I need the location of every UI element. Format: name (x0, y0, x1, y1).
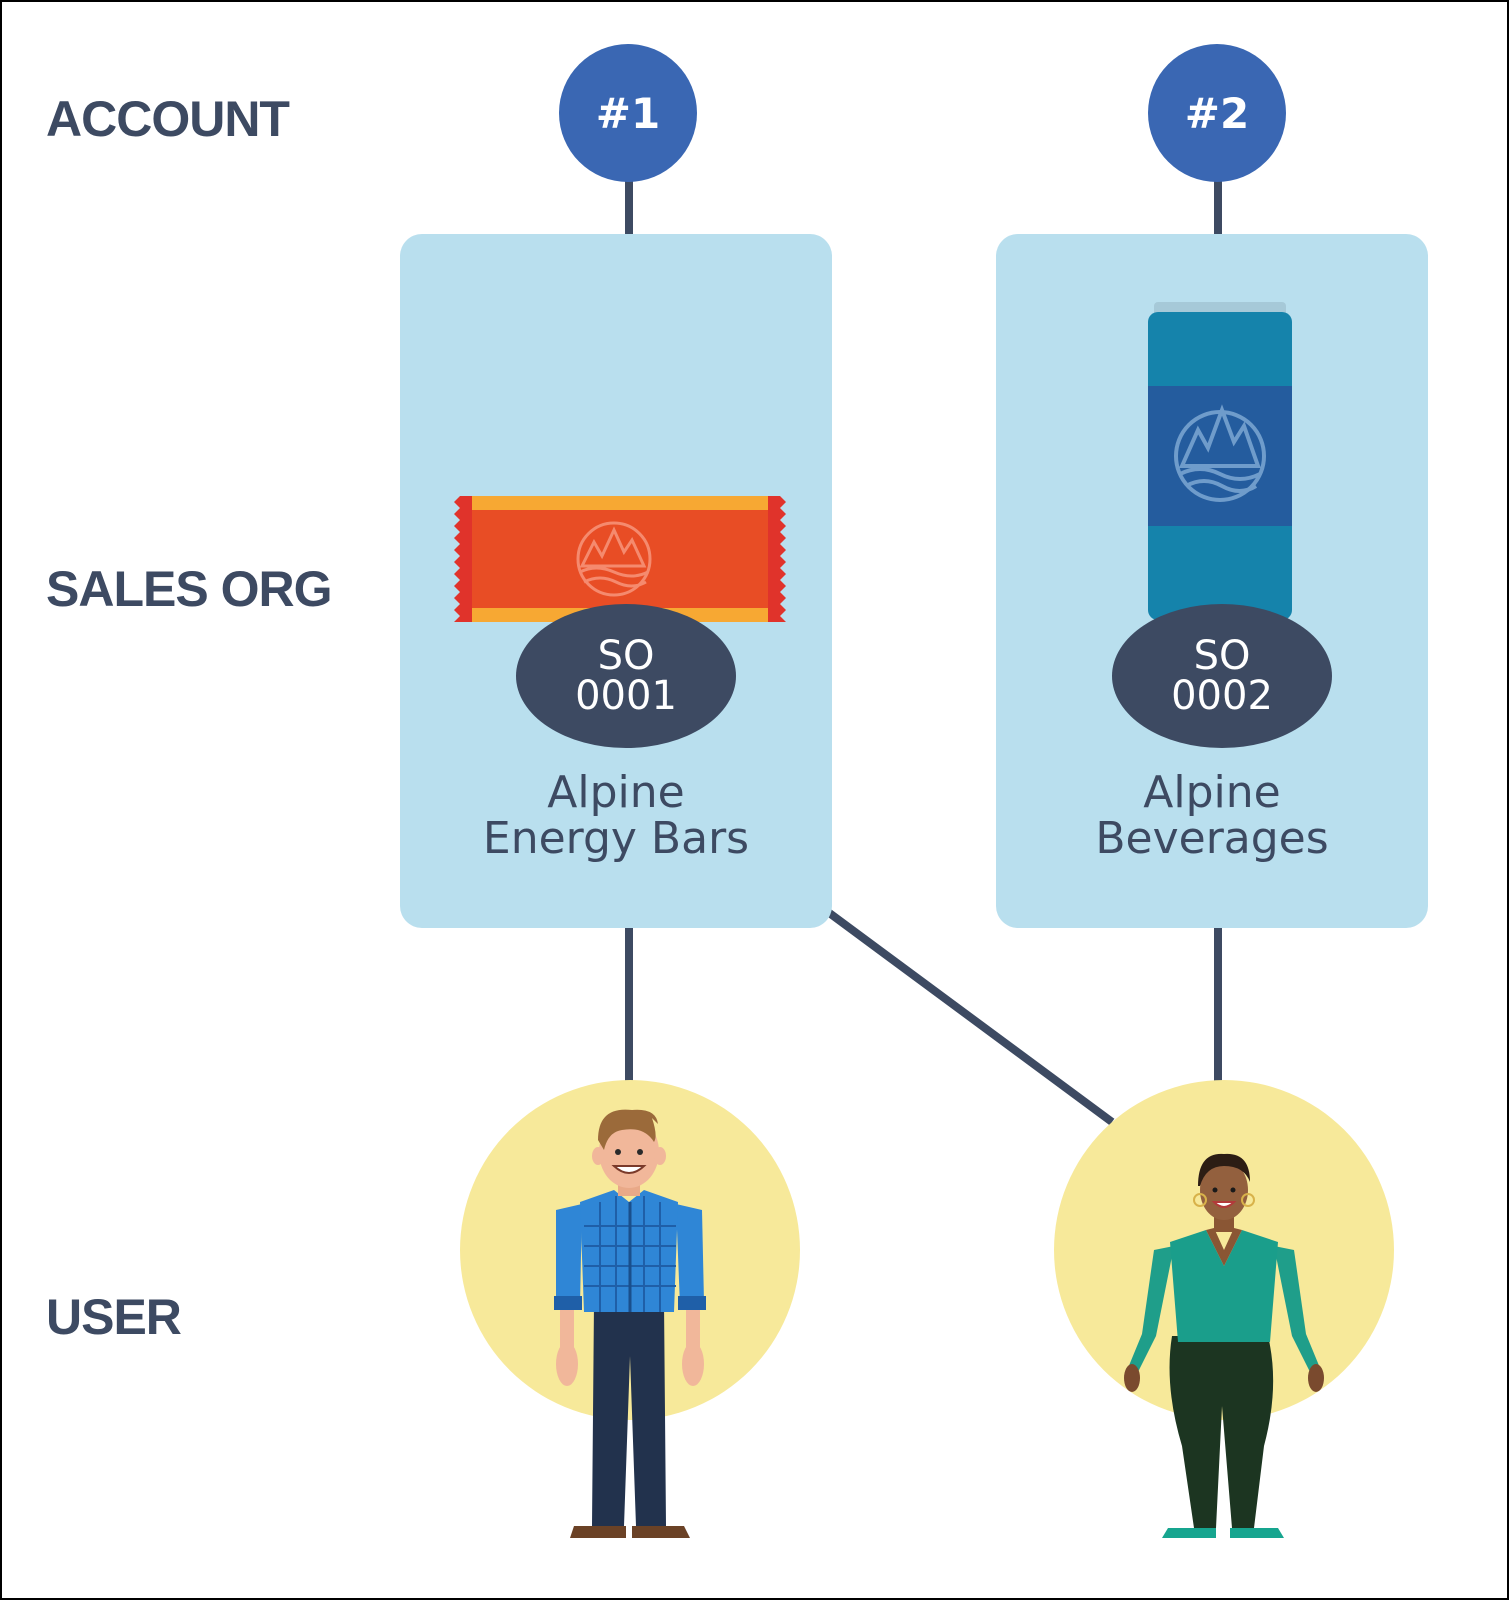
row-label-account: ACCOUNT (46, 91, 290, 147)
connector-sales-org-1-user-2 (825, 908, 1115, 1126)
account-label-2: #2 (1184, 88, 1250, 138)
account-label-1: #1 (595, 88, 661, 138)
sales-org-name-1-line-1: Alpine (547, 767, 685, 818)
account-node-1: #1 (559, 44, 697, 182)
sales-org-name-2-line-1: Alpine (1143, 767, 1281, 818)
sales-org-code-number-1: 0001 (575, 673, 677, 719)
sales-org-name-2: Alpine Beverages (996, 770, 1428, 862)
sales-org-name-1: Alpine Energy Bars (400, 770, 832, 862)
sales-org-code-prefix-2: SO (1193, 633, 1251, 679)
sales-org-code-badge-1: SO 0001 (516, 604, 736, 748)
row-label-sales-org: SALES ORG (46, 561, 332, 617)
sales-org-name-1-line-2: Energy Bars (482, 813, 750, 864)
row-label-user: USER (46, 1289, 182, 1345)
account-node-2: #2 (1148, 44, 1286, 182)
woman-avatar-icon (1124, 1153, 1324, 1538)
beverage-can-icon (1148, 302, 1292, 620)
sales-org-code-badge-2: SO 0002 (1112, 604, 1332, 748)
energy-bar-icon (454, 496, 786, 622)
sales-org-code-prefix-1: SO (597, 633, 655, 679)
man-avatar-icon (554, 1109, 706, 1538)
sales-org-name-2-line-2: Beverages (1095, 813, 1329, 864)
sales-org-code-number-2: 0002 (1171, 673, 1273, 719)
